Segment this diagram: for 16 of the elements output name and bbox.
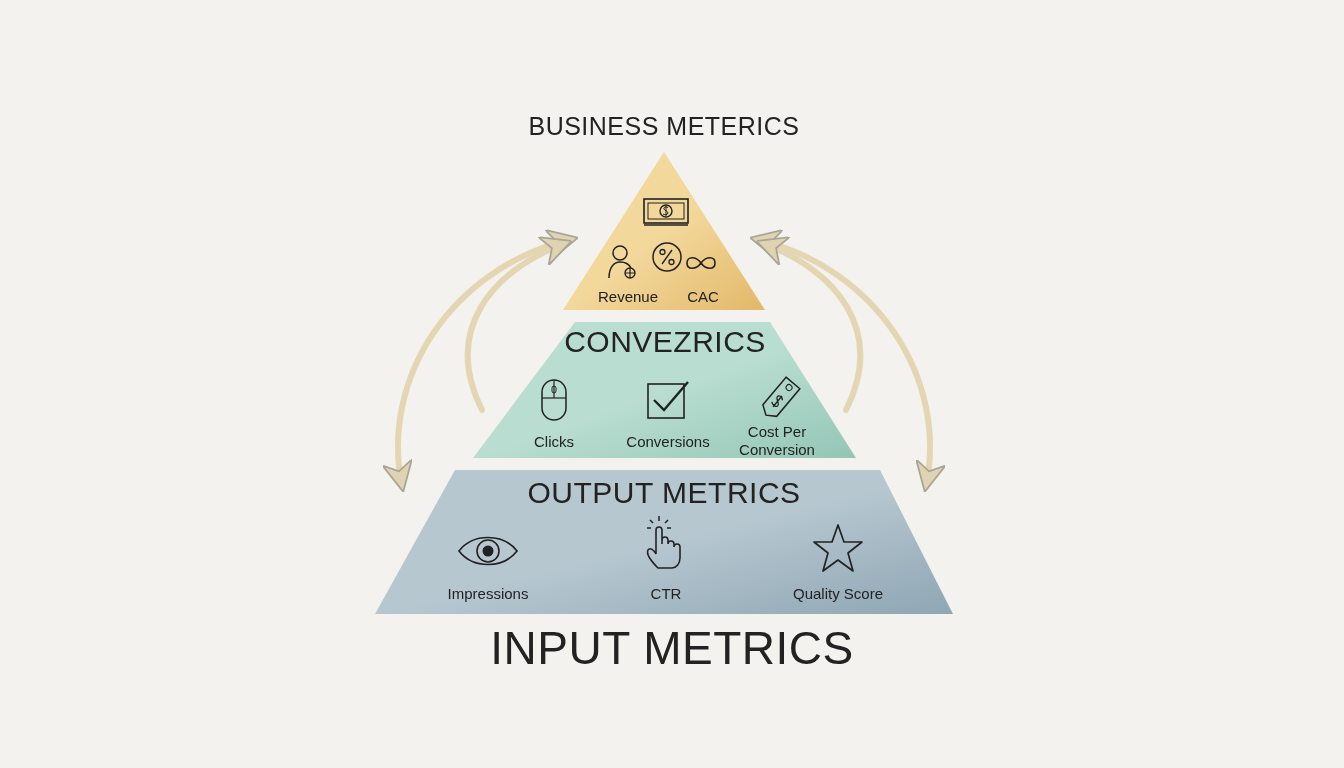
metric-label: Conversions <box>613 433 723 451</box>
metric-label: CAC <box>673 288 733 306</box>
metric-label: Quality Score <box>778 585 898 603</box>
curved-arrow <box>464 237 573 413</box>
metric-label: Revenue <box>583 288 673 306</box>
pyramid-base-label: INPUT METRICS <box>490 621 854 675</box>
metric-label: Impressions <box>433 585 543 603</box>
curved-arrow <box>749 230 945 493</box>
tier-heading: OUTPUT METRICS <box>527 476 801 510</box>
tier-heading: CONVEZRICS <box>564 325 766 359</box>
metric-label: Cost Per Conversion <box>727 423 827 459</box>
curved-arrow <box>383 230 579 493</box>
metric-label: Clicks <box>509 433 599 451</box>
metric-label: CTR <box>636 585 696 603</box>
tier-heading: BUSINESS METERICS <box>528 111 800 141</box>
curved-arrow <box>755 237 864 413</box>
